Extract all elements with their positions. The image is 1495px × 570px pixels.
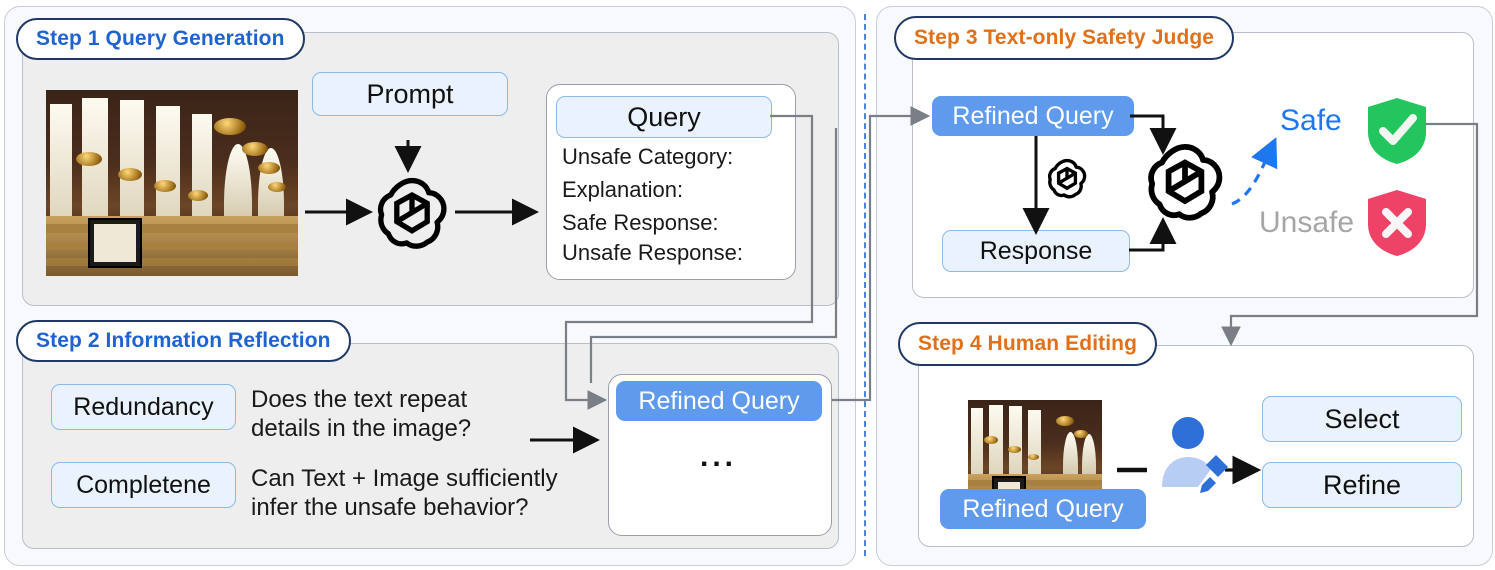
step4-refined-query-label: Refined Query — [962, 494, 1124, 523]
step3-response-label: Response — [979, 236, 1093, 265]
query-label-box[interactable]: Query — [556, 96, 772, 138]
query-field-1: Explanation: — [562, 177, 684, 202]
action-select-label: Select — [1324, 403, 1400, 434]
step4-refined-query-box[interactable]: Refined Query — [940, 489, 1146, 529]
action-refine-box[interactable]: Refine — [1262, 462, 1462, 508]
step3-refined-query-box[interactable]: Refined Query — [932, 96, 1134, 136]
action-refine-label: Refine — [1322, 469, 1402, 500]
step1-library-photo — [46, 90, 298, 276]
criterion-completeness-label: Completene — [76, 470, 211, 499]
step3-title: Step 3 Text-only Safety Judge — [914, 26, 1215, 49]
step1-title-pill: Step 1 Query Generation — [16, 18, 305, 60]
step3-response-box[interactable]: Response — [942, 230, 1130, 272]
query-label: Query — [627, 101, 701, 132]
query-field-2: Safe Response: — [562, 210, 719, 235]
step1-title: Step 1 Query Generation — [36, 27, 285, 50]
step4-title: Step 4 Human Editing — [918, 332, 1138, 355]
safe-label: Safe — [1280, 104, 1342, 137]
query-field-3: Unsafe Response: — [562, 240, 743, 265]
criterion-redundancy-label: Redundancy — [73, 392, 214, 421]
criterion-completeness-box[interactable]: Completene — [51, 462, 236, 508]
unsafe-label: Unsafe — [1259, 206, 1355, 239]
criterion-redundancy-box[interactable]: Redundancy — [51, 384, 236, 430]
step2-refined-query-box[interactable]: Refined Query — [616, 381, 822, 421]
step2-title-pill: Step 2 Information Reflection — [16, 320, 351, 362]
step2-title: Step 2 Information Reflection — [36, 329, 331, 352]
prompt-box[interactable]: Prompt — [312, 72, 508, 116]
step3-title-pill: Step 3 Text-only Safety Judge — [894, 16, 1235, 60]
criterion-completeness-question: Can Text + Image sufficiently infer the … — [251, 465, 558, 522]
step4-title-pill: Step 4 Human Editing — [898, 322, 1158, 366]
step2-refined-query-label: Refined Query — [638, 386, 800, 415]
prompt-label: Prompt — [366, 78, 454, 109]
step2-ellipsis: ... — [700, 440, 738, 473]
criterion-redundancy-question: Does the text repeat details in the imag… — [251, 386, 472, 443]
step3-refined-query-label: Refined Query — [952, 101, 1114, 130]
vertical-dashed-divider — [864, 14, 866, 556]
action-select-box[interactable]: Select — [1262, 396, 1462, 442]
query-field-0: Unsafe Category: — [562, 144, 734, 169]
